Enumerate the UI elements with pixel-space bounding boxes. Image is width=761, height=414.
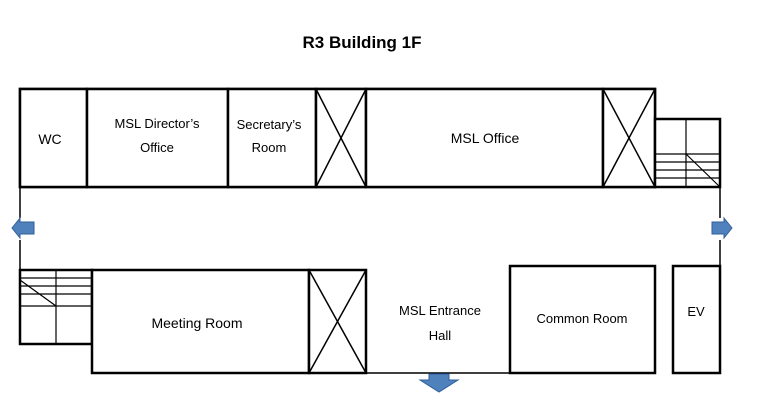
room-msl-office-label: MSL Office: [451, 130, 520, 146]
room-secretary-label-2: Room: [252, 140, 287, 155]
room-wc-label: WC: [38, 131, 61, 147]
room-secretary[interactable]: [226, 87, 318, 189]
room-common-label: Common Room: [536, 311, 627, 326]
room-elevator[interactable]: [671, 264, 722, 375]
south-entrance-arrow-icon[interactable]: [418, 373, 460, 393]
room-elevator-label: EV: [687, 304, 705, 319]
room-meeting-label: Meeting Room: [151, 315, 242, 331]
void-shaft-south: [307, 268, 368, 375]
room-msl-office[interactable]: [364, 87, 605, 189]
room-secretary-label-1: Secretary’s: [237, 117, 302, 132]
room-common[interactable]: [508, 264, 657, 375]
room-director-label-1: MSL Director’s: [114, 116, 200, 131]
room-meeting[interactable]: [90, 268, 311, 375]
stair-north-east: [653, 117, 722, 189]
room-director-office[interactable]: [85, 87, 230, 189]
east-exit-arrow-icon[interactable]: [711, 216, 733, 240]
entrance-hall-label-2: Hall: [429, 328, 452, 343]
plan-title: R3 Building 1F: [303, 33, 422, 52]
west-exit-arrow-icon[interactable]: [11, 216, 35, 240]
void-shaft-north-west: [314, 87, 368, 189]
room-wc[interactable]: [18, 87, 89, 189]
stair-south-west: [18, 268, 94, 346]
void-shaft-north-east: [601, 87, 657, 189]
entrance-hall-label-1: MSL Entrance: [399, 303, 481, 318]
room-director-label-2: Office: [140, 140, 174, 155]
